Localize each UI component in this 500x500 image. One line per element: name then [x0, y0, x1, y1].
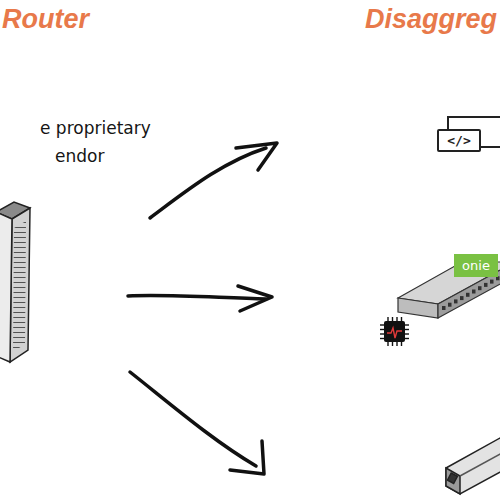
router-chassis	[0, 202, 30, 362]
chip-icon	[380, 317, 409, 346]
column-heading: Disaggreg	[365, 4, 497, 35]
onie-badge: onie	[454, 254, 498, 277]
cable-transceiver	[446, 438, 500, 494]
node-text: onie	[462, 258, 490, 273]
note-text: e proprietary	[40, 118, 151, 138]
code-window: </>	[437, 129, 481, 152]
note-text: endor	[55, 146, 104, 166]
column-heading: Router	[2, 4, 89, 35]
hand-arrows	[128, 143, 277, 474]
node-text: </>	[447, 133, 470, 148]
